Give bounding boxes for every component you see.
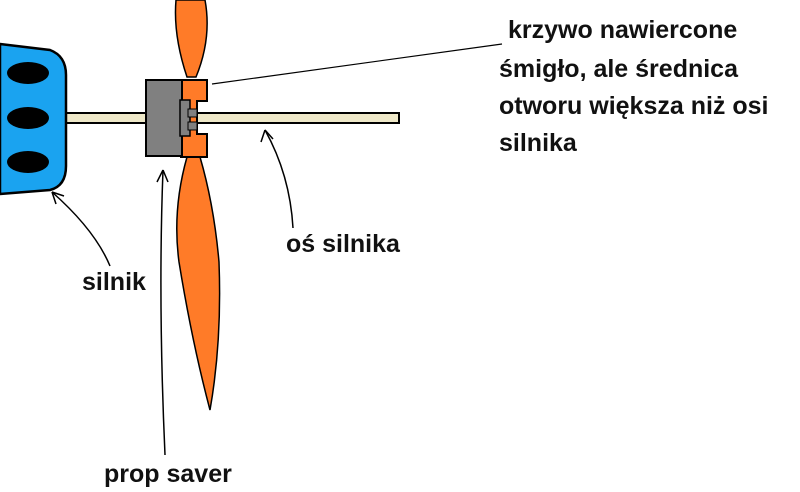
shaft-label: oś silnika — [286, 230, 401, 258]
motor-vent-hole — [7, 107, 49, 129]
propeller-note-line-2: śmigło, ale średnica — [499, 55, 739, 83]
leader-line-prop-saver — [160, 169, 166, 456]
motor — [0, 42, 68, 196]
prop-saver-body — [145, 79, 183, 157]
motor-vent-hole — [7, 151, 49, 173]
prop-saver-tab — [187, 108, 198, 118]
leader-line-propeller — [211, 43, 503, 85]
propeller-note-line-4: silnika — [499, 129, 578, 157]
motor-vent-hole — [7, 62, 49, 84]
arrowhead-shaft — [260, 129, 274, 143]
propeller-note-line-3: otworu większa niż osi — [499, 92, 769, 120]
prop-saver-tab — [187, 121, 198, 131]
propeller-blade-bottom — [176, 156, 221, 411]
motor-shaft — [61, 112, 400, 124]
arrowhead-motor — [51, 191, 65, 205]
leader-line-shaft — [264, 129, 294, 229]
leader-line-motor — [51, 191, 111, 267]
arrowhead-prop-saver — [156, 169, 169, 183]
prop-saver-collar — [179, 99, 191, 137]
prop-saver-label: prop saver — [104, 460, 232, 488]
propeller-blade-top — [174, 0, 208, 78]
propeller-note-line-1: krzywo nawiercone — [508, 16, 737, 44]
prop-saver — [145, 79, 198, 157]
motor-label: silnik — [82, 268, 146, 296]
